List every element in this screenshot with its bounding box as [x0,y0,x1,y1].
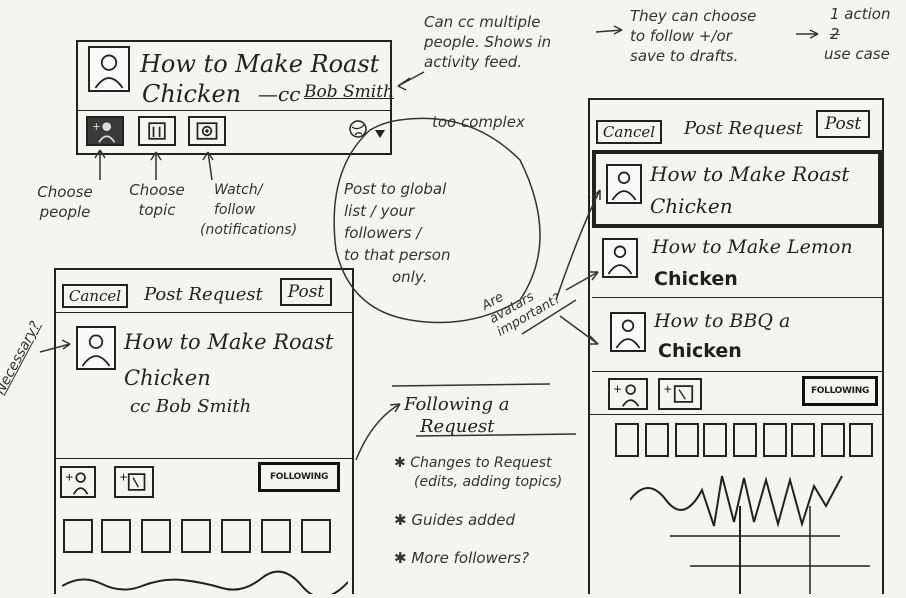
right-item-2-line1: How to Make Lemon [652,236,853,258]
right-item-1-line1: How to Make Roast [650,162,850,186]
right-item-1-line2: Chicken [650,194,733,218]
top-cc-name: Bob Smith [304,82,394,102]
right-thumbnail-row [614,420,876,460]
right-cancel-button[interactable]: Cancel [596,120,662,144]
following-bullet-3: ✱ More followers? [394,549,530,567]
topic-icon: + [663,383,694,403]
top-title-line2: Chicken [142,80,242,108]
svg-text:+: + [119,471,128,483]
too-complex-note: too complex [432,113,525,131]
right-sketch-frame [588,98,884,594]
left-wave-chart [61,566,349,598]
right-post-button[interactable]: Post [816,110,870,138]
right-following-button[interactable]: FOLLOWING [802,376,878,406]
watch-follow-button[interactable] [188,116,226,146]
right-add-topic-button[interactable]: + [658,378,702,410]
globe-icon[interactable] [348,119,368,139]
right-toolbar-divider [590,414,882,415]
eye-icon [196,122,218,140]
bullet-asterisk-icon: ✱ [394,549,412,567]
top-sketch-frame [76,40,392,155]
left-header-title: Post Request [144,284,263,305]
right-item-3-line2: Chicken [658,340,742,362]
right-header-title: Post Request [684,118,803,139]
top-cc-prefix: —cc [258,82,301,106]
top-sketch-divider [78,110,390,111]
watch-follow-label: Watch/ follow (notifications) [200,182,298,238]
left-title-line2: Chicken [124,366,211,390]
top-avatar [88,46,130,92]
one-action-note: 1 action 2 use case [824,5,891,63]
top-title-line1: How to Make Roast [140,50,380,78]
svg-text:+: + [663,383,672,395]
right-item-2[interactable]: How to Make Lemon Chicken [592,228,882,298]
person-add-icon: + [65,471,89,495]
svg-text:+: + [92,121,101,133]
svg-text:+: + [613,383,622,395]
following-bullet-1: ✱ Changes to Request (edits, adding topi… [394,455,563,490]
left-add-topic-button[interactable]: + [114,466,154,498]
left-toolbar-divider [56,458,352,459]
right-item-3-avatar [610,312,646,352]
necessary-note: Necessary? [0,318,44,398]
left-post-button[interactable]: Post [280,278,332,306]
right-item-1-avatar [606,164,642,204]
right-item-3[interactable]: How to BBQ a Chicken [592,300,882,372]
following-bullet-2: ✱ Guides added [394,511,515,529]
right-item-2-line2: Chicken [654,268,738,290]
person-add-icon: + [613,383,640,407]
right-item-3-line1: How to BBQ a [654,310,791,332]
left-add-person-button[interactable]: + [60,466,96,498]
left-sketch-frame [54,268,354,594]
topic-icon [148,122,166,140]
right-wave-chart [629,466,890,594]
right-add-person-button[interactable]: + [608,378,648,410]
right-item-selected[interactable]: How to Make Roast Chicken [592,150,882,228]
dropdown-arrow-icon[interactable] [374,124,386,138]
bullet-asterisk-icon: ✱ [394,511,412,529]
following-heading-line2: Request [420,416,495,437]
choose-people-button[interactable]: + [86,116,124,146]
left-title-line1: How to Make Roast [124,330,334,354]
svg-text:+: + [65,471,74,483]
left-thumbnail-row [62,518,348,558]
choose-topic-button[interactable] [138,116,176,146]
left-cc-line: cc Bob Smith [130,396,252,417]
left-following-button[interactable]: FOLLOWING [258,462,340,492]
left-avatar [76,326,116,370]
person-add-icon: + [92,121,116,143]
following-heading-line1: Following a [404,394,510,415]
right-item-2-avatar [602,238,638,278]
topic-icon: + [119,471,146,491]
left-cancel-button[interactable]: Cancel [62,284,128,308]
bullet-asterisk-icon: ✱ [394,455,411,471]
left-header-divider [56,312,352,313]
